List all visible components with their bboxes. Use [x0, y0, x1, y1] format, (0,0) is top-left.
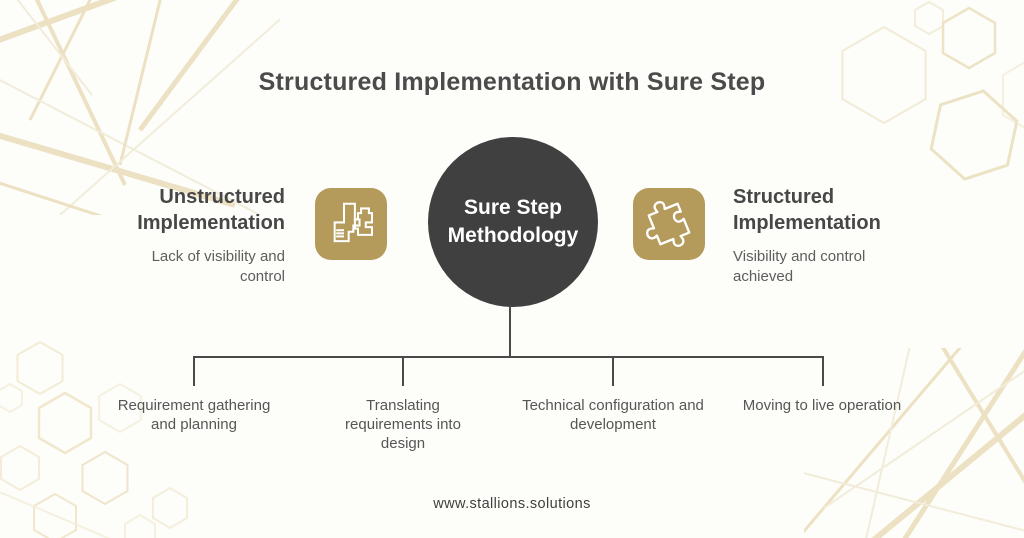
unstructured-heading: Unstructured Implementation [137, 186, 285, 234]
unstructured-card-text: Unstructured Implementation Lack of visi… [110, 184, 285, 287]
branch-label-requirements: Requirement gathering and planning [117, 397, 271, 433]
structured-card-text: Structured Implementation Visibility and… [733, 184, 908, 287]
tree-stem-line [509, 305, 511, 357]
branch-label-configuration: Technical configuration and development [522, 397, 704, 433]
tree-horizontal-line [193, 356, 824, 358]
tree-branch-line [822, 356, 824, 386]
tree-branch-line [193, 356, 195, 386]
branch-label-design: Translating requirements into design [345, 397, 461, 452]
tree-branch-line [612, 356, 614, 386]
unstructured-description: Lack of visibility and control [151, 248, 285, 285]
decor-hexagons-top-right [841, 0, 1024, 181]
structured-heading: Structured Implementation [733, 186, 881, 234]
center-node: Sure Step Methodology [428, 137, 598, 307]
website-url: www.stallions.solutions [433, 496, 591, 512]
page-title: Structured Implementation with Sure Step [258, 68, 766, 96]
branch-label-live-operation: Moving to live operation [742, 397, 902, 414]
decor-lines-top-left [0, 0, 280, 215]
puzzle-piece-icon [633, 188, 705, 260]
mismatched-blocks-icon [315, 188, 387, 260]
tree-branch-line [402, 356, 404, 386]
center-node-line1: Sure Step [463, 196, 563, 219]
center-node-line2: Methodology [447, 224, 579, 247]
structured-description: Visibility and control achieved [733, 248, 866, 285]
